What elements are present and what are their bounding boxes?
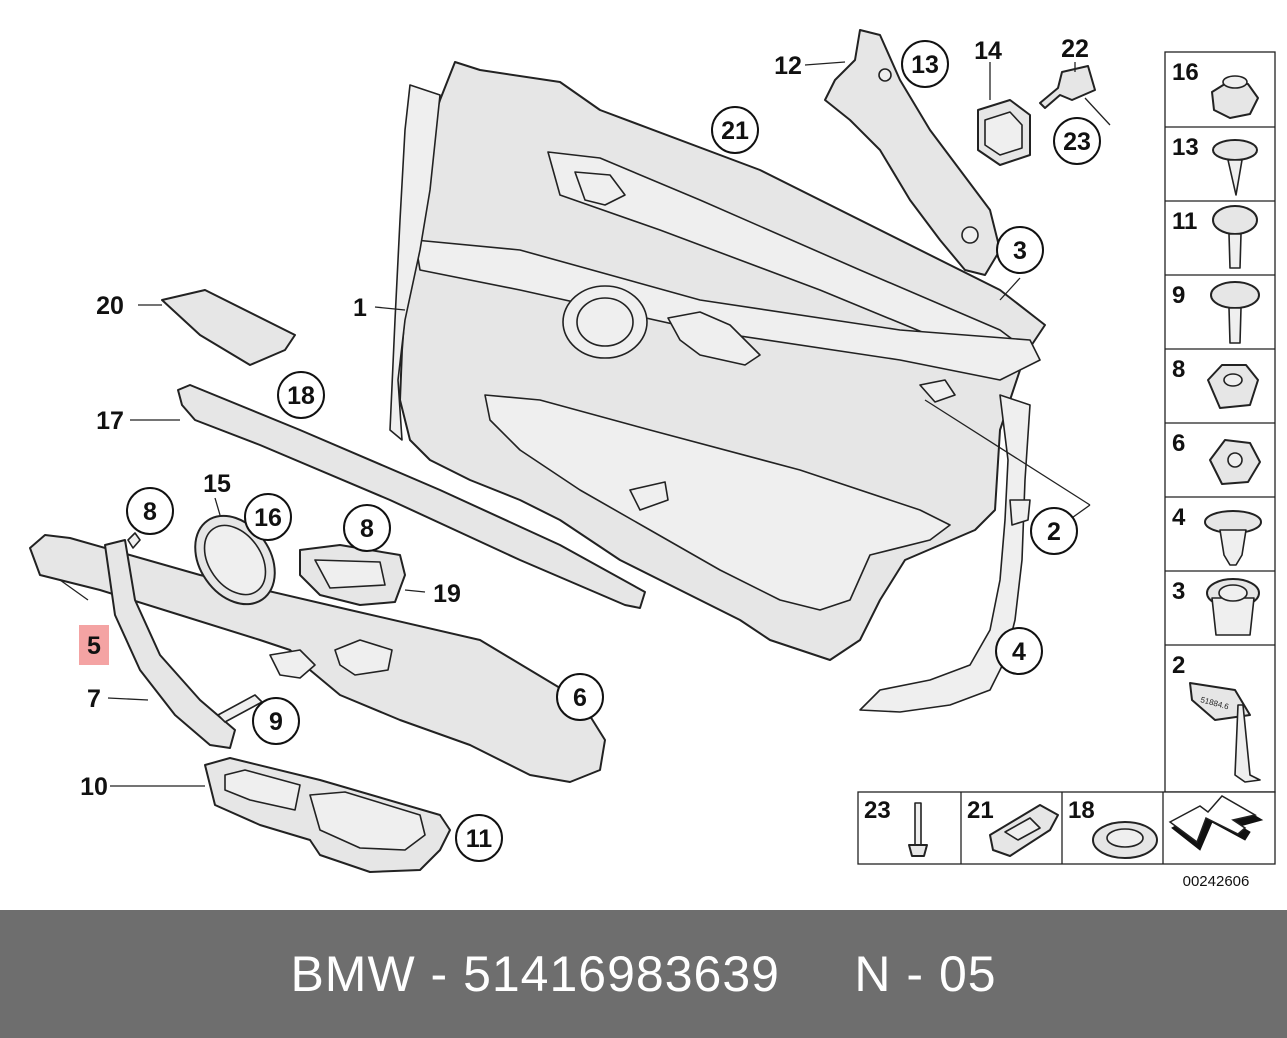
- panel-item-3: 3: [1172, 578, 1185, 605]
- bolt-icon: [1210, 281, 1260, 344]
- callout-circles: [126, 40, 1101, 862]
- callout-6: 6: [573, 684, 587, 712]
- parts-diagram: 1 2 3 4 5 6 7 8 8 9 10 11 12 13 14 15 16…: [29, 29, 1276, 890]
- bracket-part-12: [824, 29, 1001, 276]
- direction-arrow-icon: [1168, 795, 1264, 851]
- panel-item-8: 8: [1172, 356, 1185, 383]
- panel-item-13: 13: [1172, 134, 1199, 161]
- pull-handle-part-7: [104, 539, 236, 749]
- callout-3: 3: [1013, 237, 1027, 265]
- callout-7: 7: [87, 685, 101, 713]
- callout-18: 18: [287, 382, 315, 410]
- callout-1: 1: [353, 294, 367, 322]
- handle-part-19: [299, 544, 406, 606]
- callout-labels: 1 2 3 4 5 6 7 8 8 9 10 11 12 13 14 15 16…: [80, 35, 1091, 853]
- callout-12: 12: [774, 52, 802, 80]
- hex-nut-icon: [1207, 364, 1259, 409]
- panel-item-6: 6: [1172, 430, 1185, 457]
- callout-21: 21: [721, 117, 749, 145]
- callout-10: 10: [80, 773, 108, 801]
- callout-4: 4: [1012, 638, 1026, 666]
- speed-nut-icon: [1209, 439, 1261, 485]
- screw-icon: [1212, 139, 1258, 196]
- footer-part-number: BMW - 51416983639 N - 05: [290, 946, 997, 1002]
- cover-part-20: [161, 289, 296, 366]
- strip-part-17: [177, 384, 646, 609]
- rivet-icon: [908, 802, 928, 857]
- panel-item-9: 9: [1172, 282, 1185, 309]
- callout-17: 17: [96, 407, 124, 435]
- callout-23: 23: [1063, 128, 1091, 156]
- bottom-item-23: 23: [864, 797, 891, 824]
- clip-part-22: [1039, 65, 1096, 109]
- callout-2: 2: [1047, 518, 1061, 546]
- callout-13: 13: [911, 51, 939, 79]
- panel-item-11: 11: [1172, 208, 1197, 235]
- switch-housing-part-10: [204, 757, 451, 873]
- callout-19: 19: [433, 580, 461, 608]
- leader-lines: [59, 61, 1111, 787]
- callout-14: 14: [974, 37, 1002, 65]
- push-clip-icon: [1204, 510, 1262, 566]
- callout-5: 5: [87, 632, 101, 660]
- callout-8-right: 8: [360, 515, 374, 543]
- grille-cap-icon: [1092, 821, 1158, 859]
- highlight-part-5: [79, 625, 109, 665]
- marked-clip-icon: 51884.6: [1189, 682, 1261, 783]
- callout-9: 9: [269, 708, 283, 736]
- screw-part-8: [127, 532, 141, 549]
- callout-11: 11: [466, 825, 493, 853]
- grille-part-15: [194, 514, 276, 606]
- diagram-number: 00242606: [1183, 873, 1250, 890]
- callout-8-left: 8: [143, 498, 157, 526]
- door-trim-panel: [389, 61, 1046, 713]
- grommet-icon: [1206, 578, 1260, 636]
- nut-icon: [1211, 75, 1259, 119]
- bottom-item-18: 18: [1068, 797, 1095, 824]
- footer-bar: BMW - 51416983639 N - 05: [0, 910, 1287, 1038]
- panel-item-4: 4: [1172, 504, 1186, 531]
- callout-15: 15: [203, 470, 231, 498]
- callout-20: 20: [96, 292, 124, 320]
- bracket-clip-icon: [989, 804, 1059, 857]
- callout-22: 22: [1061, 35, 1089, 63]
- panel-item-2: 2: [1172, 652, 1185, 679]
- switch-part-14: [977, 99, 1031, 166]
- fastener-panel: 16 13 11 9 8 6 4 3 2: [1164, 51, 1276, 793]
- bottom-fastener-panel: 23 21 18: [857, 791, 1276, 865]
- washer-screw-icon: [1212, 205, 1258, 269]
- panel-item-16: 16: [1172, 59, 1199, 86]
- callout-16: 16: [254, 504, 282, 532]
- bottom-item-21: 21: [967, 797, 994, 824]
- diagram-canvas: 1 2 3 4 5 6 7 8 8 9 10 11 12 13 14 15 16…: [29, 29, 1276, 890]
